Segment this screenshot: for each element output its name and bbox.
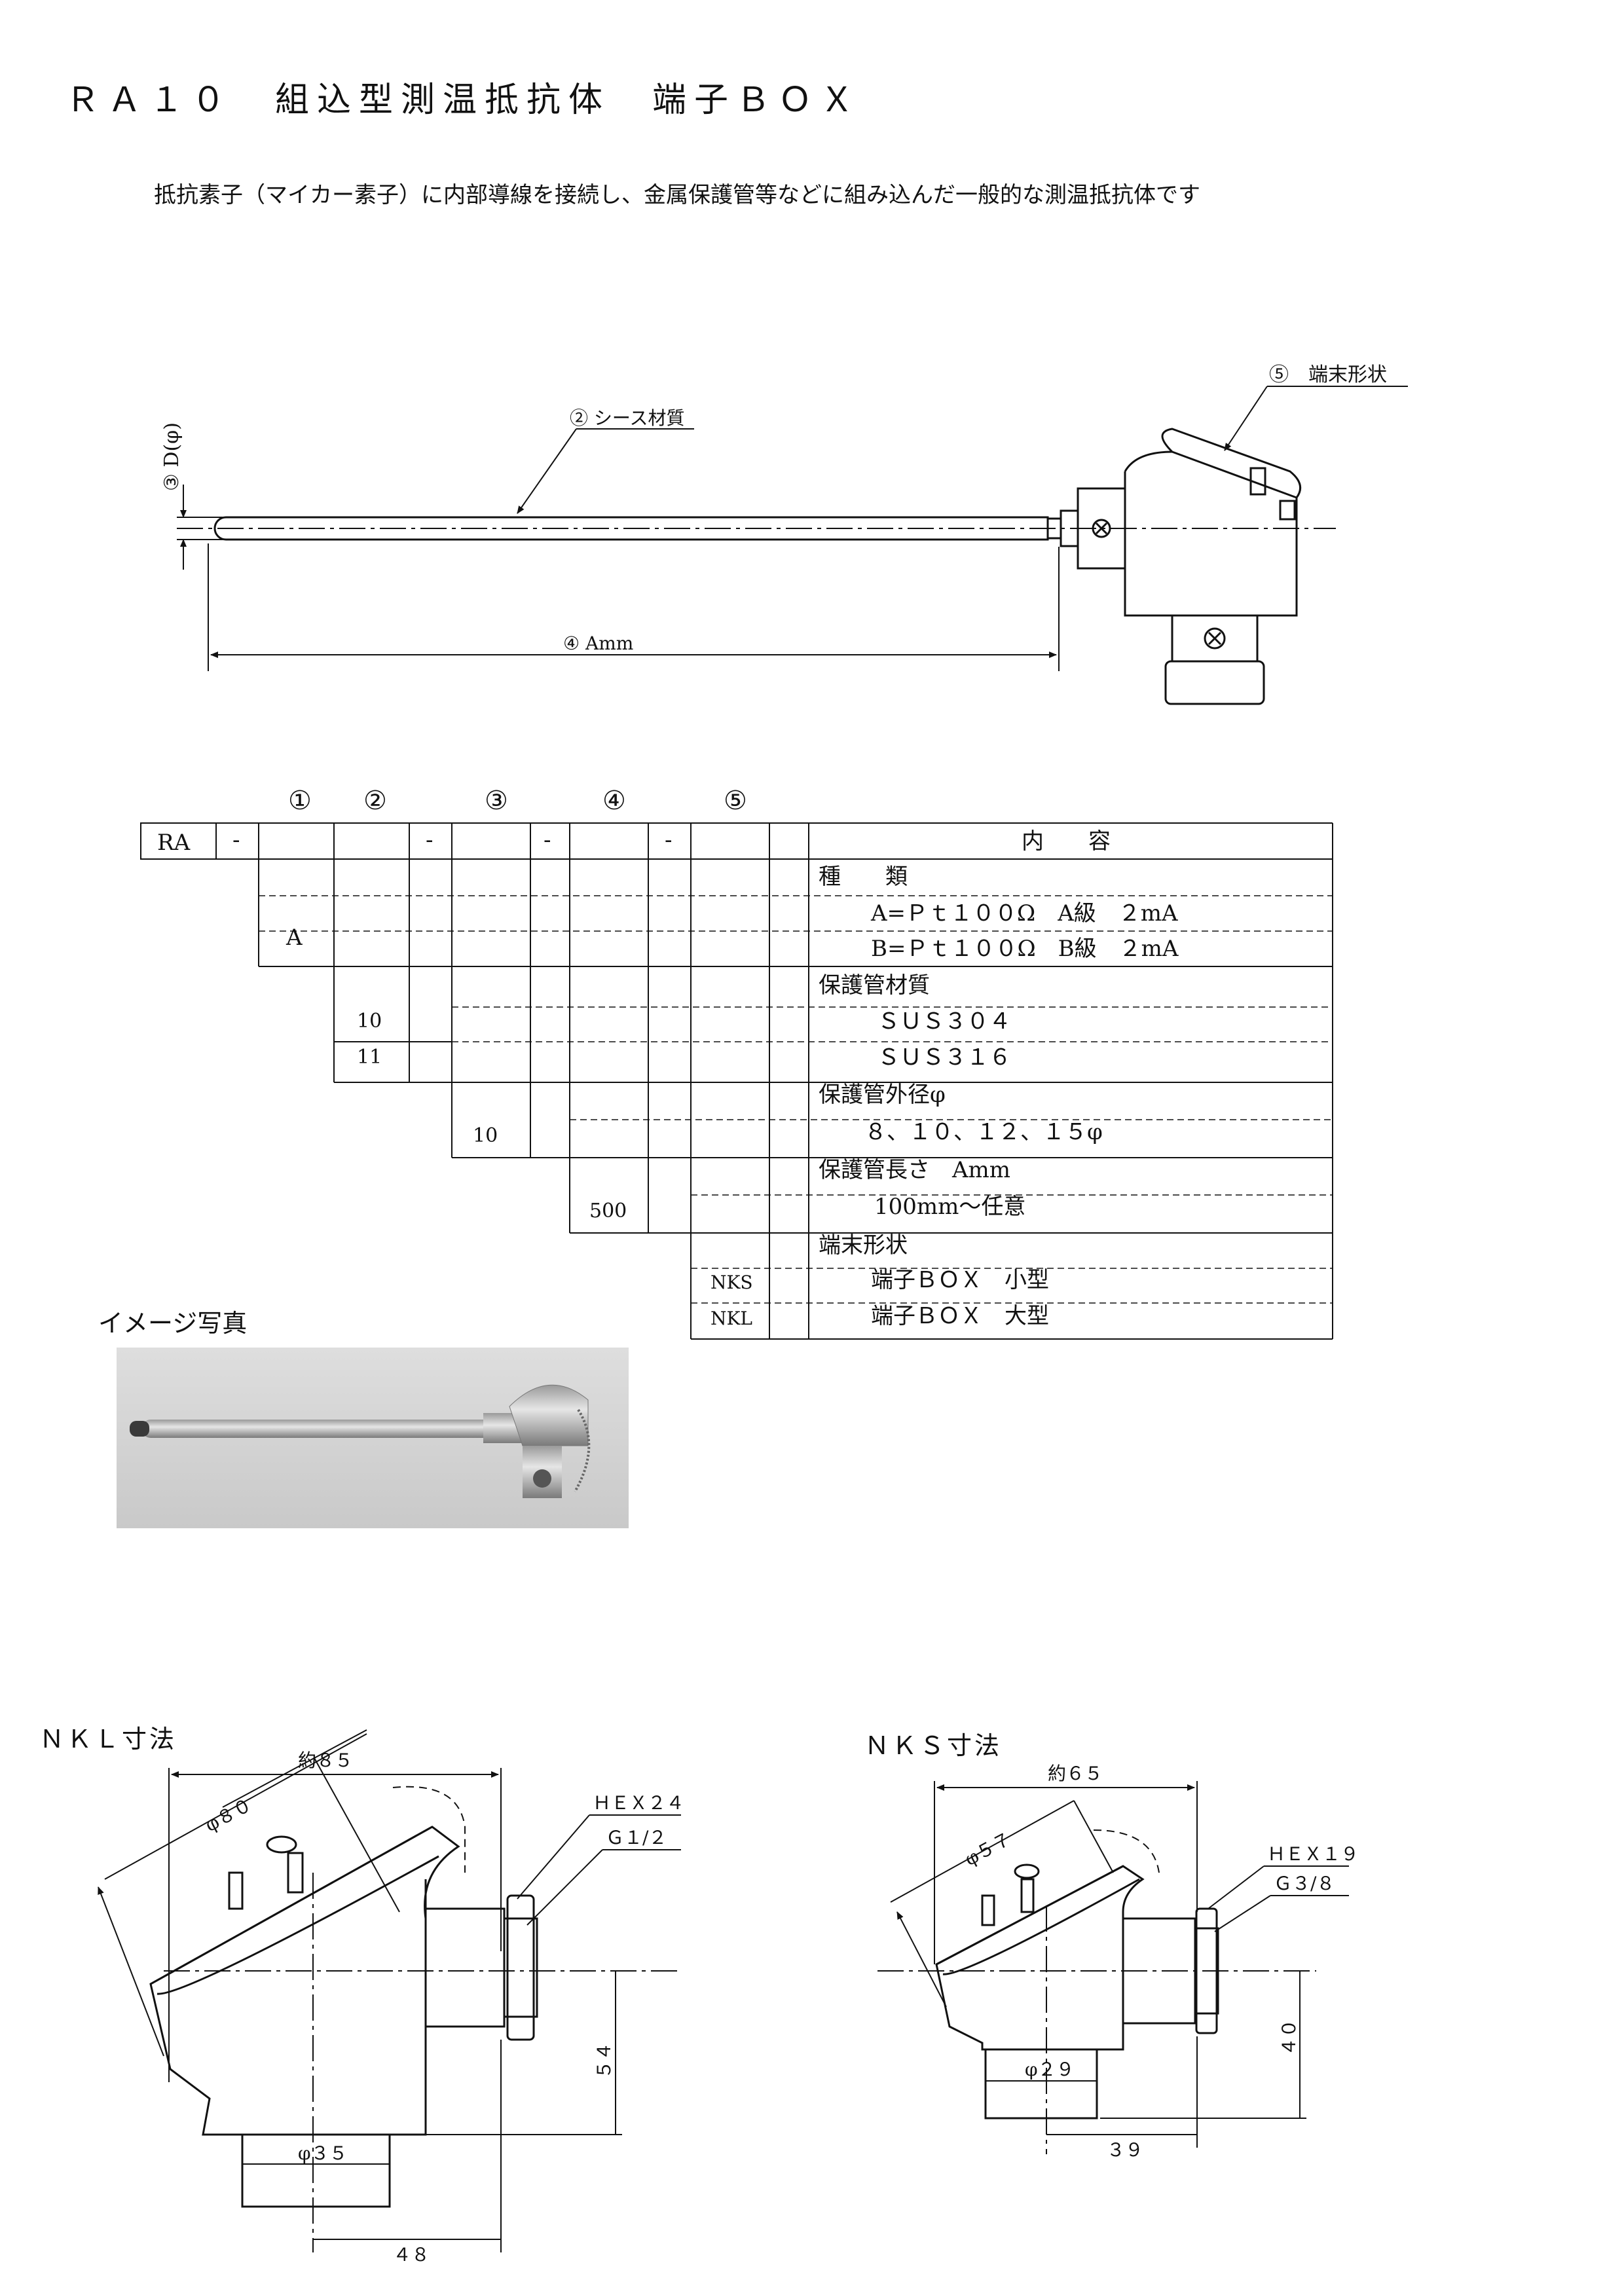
code-diameter-10: 10	[473, 1124, 498, 1147]
content-row-type-b: B=Ｐｔ１００Ω B級 ２mA	[871, 936, 1179, 962]
content-row-diameter-values: ８、１０、１２、１５φ	[864, 1119, 1103, 1145]
content-row-terminal-large: 端子ＢＯＸ 大型	[871, 1303, 1049, 1329]
dash-3: -	[544, 827, 551, 853]
photo-label: イメージ写真	[98, 1309, 248, 1338]
code-terminal-nks: NKS	[710, 1272, 753, 1293]
nks-width-label: 約６５	[1048, 1763, 1103, 1784]
content-row-type-a: A=Ｐｔ１００Ω A級 ２mA	[871, 900, 1178, 927]
column-number-3: ③	[485, 786, 508, 816]
nkl-offset-label: ４８	[393, 2244, 430, 2266]
nks-offset-label: ３９	[1107, 2139, 1143, 2161]
dash-4: -	[665, 827, 673, 853]
product-photo	[117, 1348, 629, 1528]
content-row-diameter-heading: 保護管外径φ	[819, 1082, 946, 1108]
nkl-width-label: 約８５	[298, 1750, 353, 1771]
nkl-title: ＮＫＬ寸法	[39, 1725, 177, 1753]
nks-thread-label: Ｇ３/８	[1274, 1873, 1335, 1894]
code-terminal-nkl: NKL	[710, 1308, 753, 1329]
column-number-4: ④	[602, 786, 626, 816]
spec-table-grid	[140, 822, 1333, 1340]
content-row-terminal-small: 端子ＢＯＸ 小型	[871, 1267, 1049, 1293]
content-row-sus316: ＳＵＳ３１６	[877, 1044, 1011, 1071]
nkl-drawing	[98, 1729, 681, 2252]
nks-neck-label: φ２９	[1025, 2059, 1075, 2080]
content-row-material-heading: 保護管材質	[819, 972, 930, 999]
column-number-1: ①	[288, 786, 312, 816]
nkl-neck-label: φ３５	[298, 2142, 348, 2164]
nks-hex-label: ＨＥＸ１９	[1267, 1843, 1359, 1865]
nkl-hex-label: ＨＥＸ２４	[593, 1792, 684, 1814]
model-prefix: RA	[157, 830, 191, 856]
content-header: 内 容	[1022, 828, 1111, 854]
diameter-label: ③ D(φ)	[160, 422, 183, 491]
terminal-label: ⑤ 端末形状	[1269, 363, 1387, 386]
content-row-length-values: 100mm～任意	[874, 1194, 1026, 1220]
nkl-thread-label: Ｇ１/２	[606, 1827, 667, 1848]
code-length-500: 500	[589, 1200, 627, 1222]
content-row-type-heading: 種 類	[819, 864, 908, 890]
dash-2: -	[426, 827, 434, 853]
nks-head-dia-label: φ５７	[961, 1828, 1015, 1871]
terminal-head	[1124, 428, 1302, 705]
column-number-5: ⑤	[724, 786, 747, 816]
length-label: ④ Amm	[563, 633, 633, 654]
screw-icon	[1092, 519, 1111, 538]
dash-1: -	[232, 827, 240, 853]
nks-drawing	[877, 1781, 1349, 2154]
description: 抵抗素子（マイカー素子）に内部導線を接続し、金属保護管等などに組み込んだ一般的な…	[154, 182, 1200, 208]
code-material-11: 11	[357, 1046, 382, 1069]
sheath-tube	[213, 516, 1049, 541]
nkl-height-label: ５４	[593, 2042, 615, 2079]
dimension-drawings: 約８５ φ８０ ＨＥＸ２４ Ｇ１/２ ５４ φ３５ ４８	[98, 1729, 1359, 2266]
main-drawing: ③ D(φ) ② シース材質 ④ Amm ⑤ 端末形状	[160, 363, 1408, 705]
code-material-10: 10	[357, 1010, 382, 1033]
content-row-sus304: ＳＵＳ３０４	[877, 1008, 1011, 1035]
content-row-length-heading: 保護管長さ Amm	[819, 1157, 1011, 1183]
nks-title: ＮＫＳ寸法	[864, 1731, 1003, 1760]
nks-height-label: ４０	[1278, 2019, 1300, 2056]
nkl-head-dia-label: φ８０	[202, 1794, 255, 1837]
content-row-terminal-heading: 端末形状	[819, 1232, 908, 1258]
code-type-a: A	[286, 925, 303, 951]
sheath-label: ② シース材質	[570, 407, 685, 429]
page-title: ＲＡ１０ 組込型測温抵抗体 端子ＢＯＸ	[65, 81, 862, 120]
column-number-2: ②	[363, 786, 387, 816]
